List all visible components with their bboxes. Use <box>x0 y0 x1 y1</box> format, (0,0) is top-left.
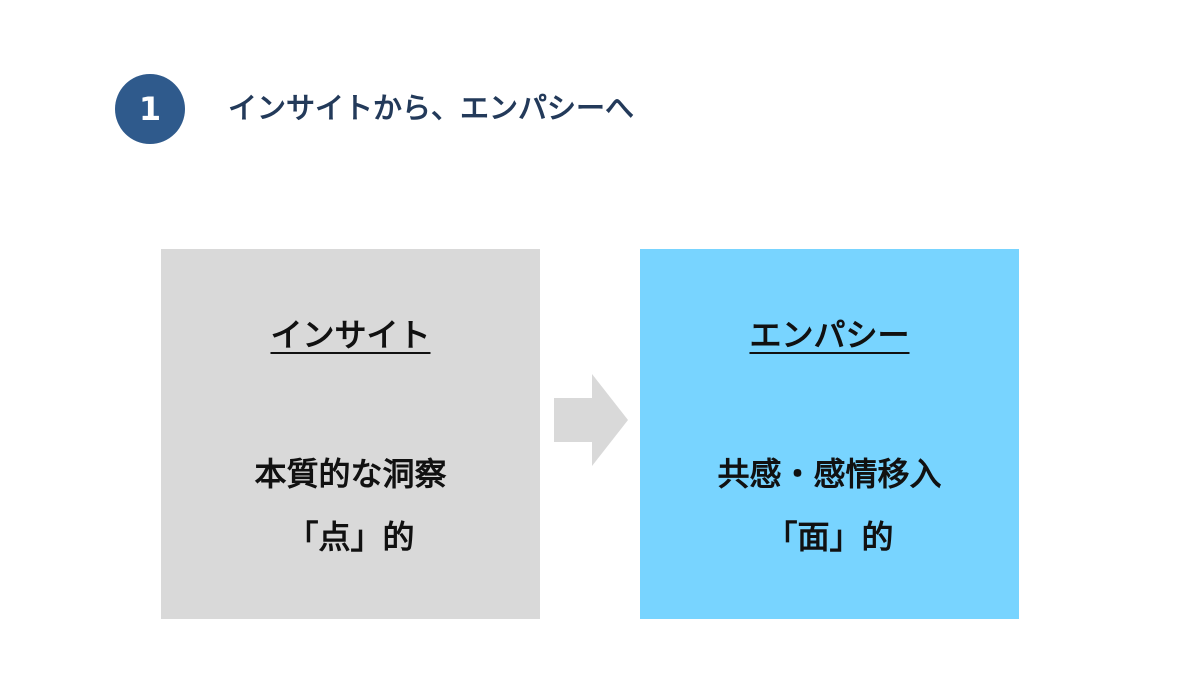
empathy-box-title: エンパシー <box>640 315 1019 355</box>
insight-box-character: 「点」的 <box>286 518 415 556</box>
empathy-box: エンパシー 共感・感情移入 「面」的 <box>640 249 1019 619</box>
right-arrow-shape <box>554 374 628 466</box>
insight-box-title-text: インサイト <box>270 316 431 354</box>
insight-box-title: インサイト <box>161 315 540 355</box>
section-title: インサイトから、エンパシーへ <box>228 91 635 125</box>
empathy-box-description: 共感・感情移入 <box>717 455 942 493</box>
insight-box-description: 本質的な洞察 <box>254 455 447 493</box>
empathy-box-title-text: エンパシー <box>749 316 910 354</box>
insight-box: インサイト 本質的な洞察 「点」的 <box>161 249 540 619</box>
section-number-badge: 1 <box>115 74 185 144</box>
empathy-box-character: 「面」的 <box>765 518 894 556</box>
right-arrow-icon <box>554 374 628 466</box>
